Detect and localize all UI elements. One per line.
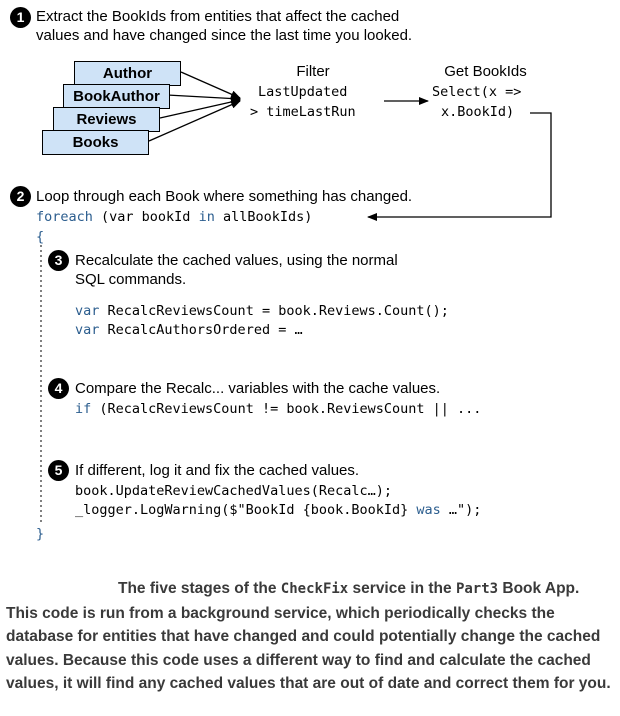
entity-books: Books [42, 130, 149, 155]
foreach-keyword: foreach [36, 209, 93, 225]
arrow-books [148, 100, 241, 142]
if-keyword: if [75, 401, 92, 417]
figure-caption: The five stages of the CheckFix service … [6, 577, 614, 696]
arrow-getids-to-foreach [367, 112, 552, 221]
var-keyword: var [75, 322, 100, 338]
caption-part-1: The five stages of the [118, 580, 281, 597]
caption-mono-2: Part3 [455, 581, 499, 597]
code-foreach-line: foreach (var bookId in allBookIds) [36, 208, 312, 226]
step-5-badge: 5 [48, 460, 69, 481]
caption-part-3: Book App. This code is run from a backgr… [6, 580, 611, 692]
step-1-badge: 1 [10, 7, 31, 28]
step-1-line-2: values and have changed since the last t… [36, 27, 413, 44]
entity-author: Author [74, 61, 181, 86]
step-5-text: If different, log it and fix the cached … [75, 462, 360, 479]
var-line-2-rest: RecalcAuthorsOrdered = … [99, 322, 303, 338]
step-2-text: Loop through each Book where something h… [36, 188, 413, 205]
code-log-line: _logger.LogWarning($"BookId {book.BookId… [75, 501, 481, 519]
step-4-badge: 4 [48, 378, 69, 399]
getbookids-title: Get BookIds [444, 63, 527, 80]
log-line-part-2: …"); [440, 502, 482, 518]
code-var-line-1: var RecalcReviewsCount = book.Reviews.Co… [75, 302, 449, 320]
getbookids-line-2: x.BookId) [441, 104, 515, 120]
arrow-bookauthor [166, 94, 241, 103]
filter-line-2: > timeLastRun [250, 104, 356, 120]
step-2-badge: 2 [10, 186, 31, 207]
entity-reviews: Reviews [53, 107, 160, 132]
caption-mono-1: CheckFix [280, 581, 349, 597]
in-keyword: in [198, 209, 215, 225]
code-open-brace: { [36, 229, 45, 245]
step-3-line-1: Recalculate the cached values, using the… [75, 252, 398, 269]
foreach-rest: (var bookId [92, 209, 199, 225]
var-line-1-rest: RecalcReviewsCount = book.Reviews.Count(… [99, 303, 449, 319]
foreach-end: allBookIds) [214, 209, 313, 225]
step-1-line-1: Extract the BookIds from entities that a… [36, 8, 400, 25]
arrow-reviews [159, 98, 241, 119]
was-keyword: was [416, 502, 441, 518]
caption-part-2: service in the [348, 580, 456, 597]
log-line-part-1: _logger.LogWarning($"BookId {book.BookId… [75, 502, 417, 518]
getbookids-line-1: Select(x => [432, 84, 522, 100]
code-close-brace: } [36, 526, 45, 542]
step-3-badge: 3 [48, 250, 69, 271]
arrow-author [180, 71, 241, 99]
step-4-text: Compare the Recalc... variables with the… [75, 380, 441, 397]
step-3-line-2: SQL commands. [75, 271, 187, 288]
var-keyword: var [75, 303, 100, 319]
if-line-rest: (RecalcReviewsCount != book.ReviewsCount… [91, 401, 482, 417]
code-if-line: if (RecalcReviewsCount != book.ReviewsCo… [75, 400, 481, 418]
code-var-line-2: var RecalcAuthorsOrdered = … [75, 321, 303, 339]
code-fix-line: book.UpdateReviewCachedValues(Recalc…); [75, 483, 392, 499]
filter-title: Filter [296, 63, 330, 80]
filter-line-1: LastUpdated [258, 84, 348, 100]
entity-bookauthor: BookAuthor [63, 84, 170, 109]
